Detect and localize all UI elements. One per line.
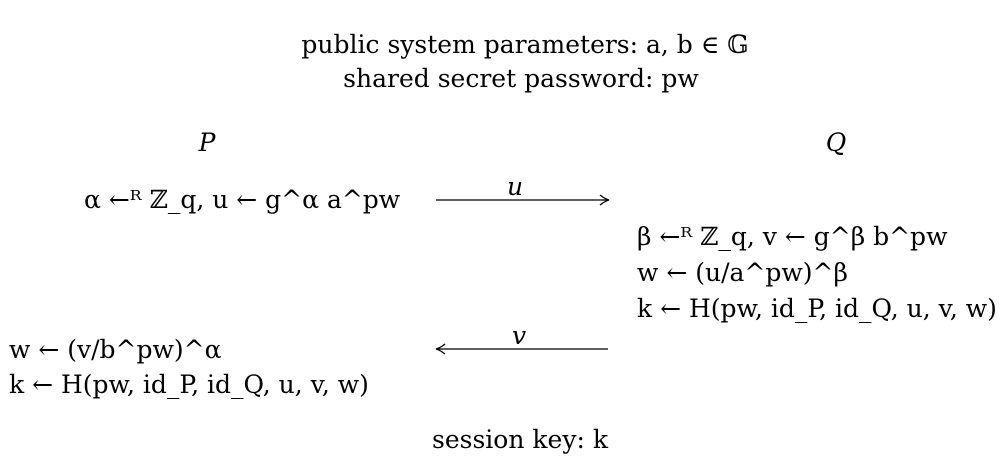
q-k-computation: k ← H(pw, id_P, id_Q, u, v, w) [637,294,997,323]
system-parameters-line: public system parameters: a, b ∈ 𝔾 [301,30,749,59]
party-q-label: Q [825,128,847,157]
session-key-line: session key: k [432,425,608,454]
party-p-label: P [198,128,216,157]
right-arrow-icon [436,194,610,206]
p-step2-w-computation: w ← (v/b^pw)^α [9,335,222,364]
p-step2-k-computation: k ← H(pw, id_P, id_Q, u, v, w) [9,370,369,399]
shared-password-line: shared secret password: pw [343,64,699,93]
q-w-computation: w ← (u/a^pw)^β [637,258,848,287]
message-v-label: v [511,321,527,350]
q-step1-computation: β ←ᴿ ℤ_q, v ← g^β b^pw [637,222,948,251]
left-arrow-icon [435,343,608,355]
p-step1-computation: α ←ᴿ ℤ_q, u ← g^α a^pw [84,185,401,214]
message-u-label: u [506,172,524,201]
